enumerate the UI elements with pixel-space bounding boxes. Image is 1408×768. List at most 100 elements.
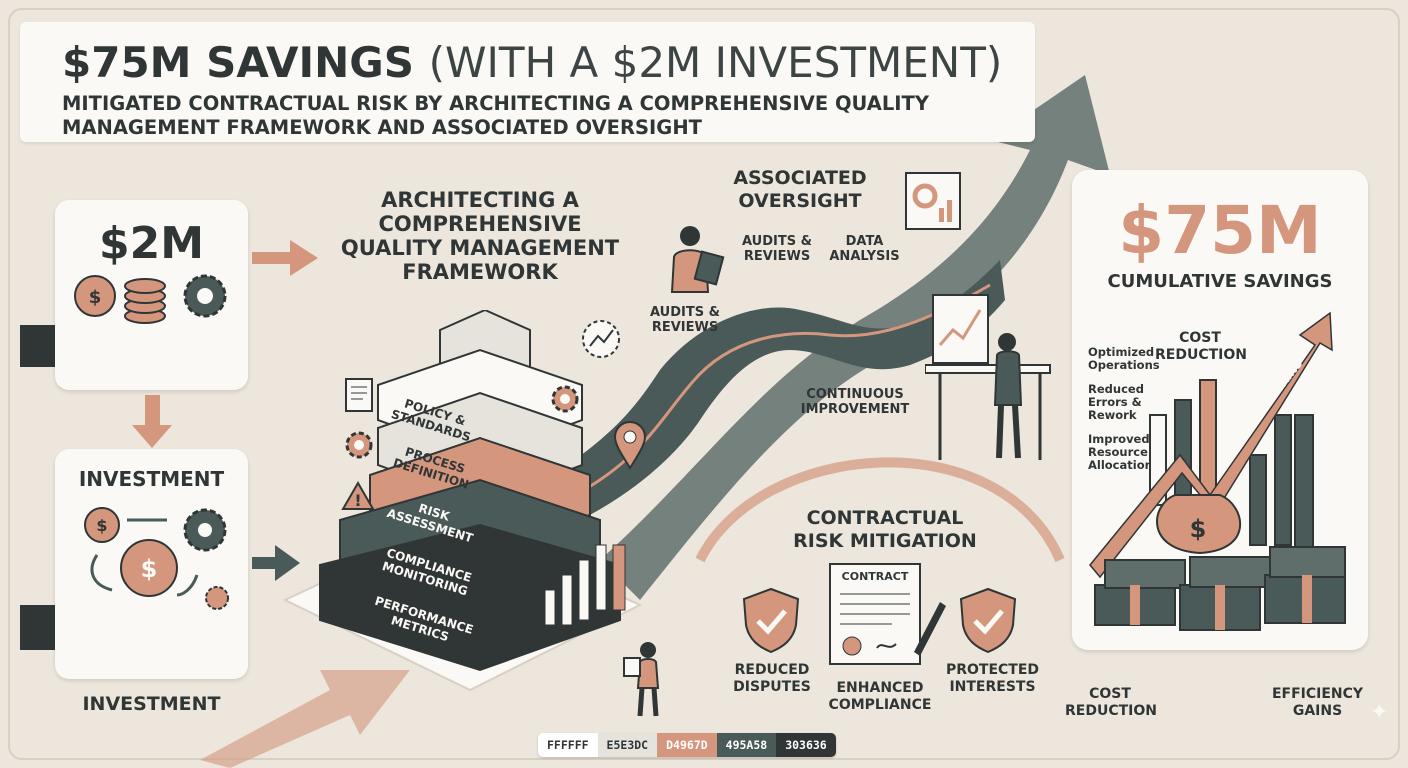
efficiency-bottom-line2: GAINS xyxy=(1292,703,1343,719)
person-tablet-icon xyxy=(670,226,725,293)
audits-mid-label: AUDITS & REVIEWS xyxy=(640,305,730,335)
optimized-line1: Optimized xyxy=(1088,345,1155,359)
risk-heading-line1: CONTRACTUAL xyxy=(806,507,964,529)
oversight-heading: ASSOCIATED OVERSIGHT xyxy=(715,167,885,213)
outer-frame xyxy=(8,8,1400,760)
reduced-disputes-line2: DISPUTES xyxy=(733,679,811,695)
bottom-arrow-shape xyxy=(200,670,410,768)
road-shape xyxy=(560,260,1005,520)
contract-label: CONTRACT xyxy=(841,570,909,583)
continuous-line1: CONTINUOUS xyxy=(806,387,904,402)
reduced-disputes-label: REDUCED DISPUTES xyxy=(722,662,822,696)
risk-heading-line2: RISK MITIGATION xyxy=(793,530,977,552)
framework-heading-line1: ARCHITECTING A xyxy=(381,188,579,212)
audits-top-line1: AUDITS & xyxy=(742,234,812,249)
cost-bottom-line1: COST xyxy=(1089,686,1131,702)
gear-icon xyxy=(345,431,373,459)
shield-check-icon-right xyxy=(959,587,1017,654)
title-banner xyxy=(20,22,1035,142)
risk-heading: CONTRACTUAL RISK MITIGATION xyxy=(770,507,1000,553)
layer-performance xyxy=(319,523,621,672)
arrow-right-mid xyxy=(252,545,300,581)
analyst-desk-icon xyxy=(925,294,1051,460)
savings-chart-illustration: $ xyxy=(1089,311,1346,631)
palette-swatch: FFFFFF xyxy=(538,733,598,757)
svg-text:$: $ xyxy=(141,555,158,583)
cost-top-line2: REDUCTION xyxy=(1155,347,1247,363)
enhanced-compliance-line2: COMPLIANCE xyxy=(828,697,932,713)
arrow-right-top xyxy=(252,240,318,276)
audits-top-line2: REVIEWS xyxy=(743,249,811,264)
palette-swatch: 303636 xyxy=(776,733,836,757)
svg-text:$: $ xyxy=(96,516,107,535)
framework-heading-line2: COMPREHENSIVE xyxy=(378,212,582,236)
dashboard-icon xyxy=(905,172,961,230)
page-title: $75M SAVINGS (WITH A $2M INVESTMENT) xyxy=(62,38,1002,87)
warning-icon: ! xyxy=(341,480,375,510)
title-main: $75M SAVINGS xyxy=(62,38,414,87)
reduced-errors-line3: Rework xyxy=(1088,408,1137,422)
protected-interests-line2: INTERESTS xyxy=(949,679,1036,695)
oversight-heading-line2: OVERSIGHT xyxy=(738,190,862,212)
reduced-errors-line2: Errors & xyxy=(1088,395,1142,409)
svg-text:$: $ xyxy=(89,287,102,308)
color-palette: FFFFFF E5E3DC D4967D 495A58 303636 xyxy=(538,733,836,757)
audits-mid-line2: REVIEWS xyxy=(651,320,719,335)
sparkle-icon: ✦ xyxy=(1370,700,1389,725)
audits-mid-line1: AUDITS & xyxy=(650,305,720,320)
improved-line3: Allocation xyxy=(1088,458,1153,472)
improved-allocation-label: Improved Resource Allocation xyxy=(1088,433,1153,472)
continuous-improvement-label: CONTINUOUS IMPROVEMENT xyxy=(795,387,915,417)
cost-reduction-top-label: COST REDUCTION xyxy=(1155,330,1247,364)
audits-top-label: AUDITS & REVIEWS xyxy=(732,234,822,264)
svg-text:!: ! xyxy=(354,491,361,510)
enhanced-compliance-line1: ENHANCED xyxy=(836,680,924,696)
palette-swatch: E5E3DC xyxy=(597,733,658,757)
continuous-line2: IMPROVEMENT xyxy=(800,402,910,417)
data-analysis-line2: ANALYSIS xyxy=(829,249,900,264)
road-line xyxy=(574,283,991,497)
efficiency-bottom-line1: EFFICIENCY xyxy=(1271,686,1364,702)
arrow-down xyxy=(132,395,172,448)
framework-stack xyxy=(319,310,626,672)
protected-interests-label: PROTECTED INTERESTS xyxy=(935,662,1050,696)
cost-top-line1: COST xyxy=(1179,330,1221,346)
page-subtitle: MITIGATED CONTRACTUAL RISK BY ARCHITECTI… xyxy=(62,92,929,139)
efficiency-gains-bottom-label: EFFICIENCY GAINS xyxy=(1265,686,1370,720)
investment-cycle-icon: $ $ xyxy=(84,507,229,610)
reduced-disputes-line1: REDUCED xyxy=(734,662,810,678)
coins-gear-icon: $ xyxy=(74,274,227,324)
framework-heading: ARCHITECTING A COMPREHENSIVE QUALITY MAN… xyxy=(320,188,640,284)
cost-bottom-line2: REDUCTION xyxy=(1065,703,1157,719)
optimized-line2: Operations xyxy=(1088,358,1160,372)
person-clipboard-icon xyxy=(623,642,660,717)
gear-icon-right xyxy=(551,385,579,413)
improved-line1: Improved xyxy=(1088,432,1150,446)
enhanced-compliance-label: ENHANCED COMPLIANCE xyxy=(820,680,940,714)
location-pin-icon xyxy=(613,421,647,470)
reduced-errors-label: Reduced Errors & Rework xyxy=(1088,383,1144,422)
protected-interests-line1: PROTECTED xyxy=(945,662,1040,678)
savings-amount: $75M xyxy=(1118,192,1322,269)
framework-heading-line3: QUALITY MANAGEMENT xyxy=(340,236,620,260)
investment-amount: $2M xyxy=(98,218,204,269)
oversight-heading-line1: ASSOCIATED xyxy=(733,167,867,189)
title-paren: (WITH A $2M INVESTMENT) xyxy=(428,38,1003,87)
investment-label-bottom: INVESTMENT xyxy=(82,693,221,715)
reduced-errors-line1: Reduced xyxy=(1088,382,1144,396)
arch-bridge xyxy=(695,457,1065,563)
framework-heading-line4: FRAMEWORK xyxy=(402,260,558,284)
data-analysis-label: DATA ANALYSIS xyxy=(822,234,907,264)
trend-badge-icon xyxy=(582,320,620,358)
data-analysis-line1: DATA xyxy=(845,234,884,249)
improved-line2: Resource xyxy=(1088,445,1148,459)
optimized-operations-label: Optimized Operations xyxy=(1088,346,1160,372)
contract-document-icon xyxy=(829,563,946,665)
palette-swatch: D4967D xyxy=(657,733,717,757)
shield-check-icon-left xyxy=(742,587,800,654)
investment-label-top: INVESTMENT xyxy=(78,467,225,491)
palette-swatch: 495A58 xyxy=(716,733,777,757)
cost-reduction-bottom-label: COST REDUCTION xyxy=(1065,686,1157,720)
svg-text:$: $ xyxy=(1190,515,1207,543)
savings-label: CUMULATIVE SAVINGS xyxy=(1107,271,1333,292)
